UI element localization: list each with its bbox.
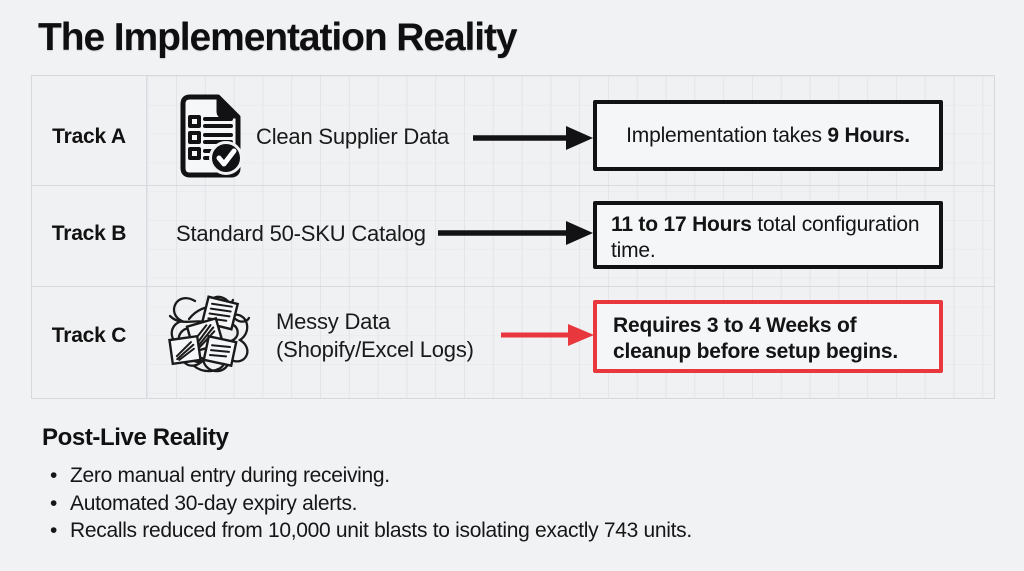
bullet-icon: • xyxy=(50,464,58,487)
post-live-heading: Post-Live Reality xyxy=(42,424,229,451)
track-a-result-box: Implementation takes 9 Hours. xyxy=(593,100,943,171)
track-a-input-label: Clean Supplier Data xyxy=(256,124,450,149)
bullet-icon: • xyxy=(50,519,58,542)
list-item: • Automated 30-day expiry alerts. xyxy=(50,490,692,518)
black-arrow-right-b xyxy=(438,221,593,245)
track-c-result-box: Requires 3 to 4 Weeks of cleanup before … xyxy=(593,300,943,373)
implementation-board: Track A Clean Supplier Data Implementati… xyxy=(31,75,995,399)
track-b-result-text: total configuration time. xyxy=(611,213,920,262)
track-a-label: Track A xyxy=(52,125,126,148)
post-live-bullet-list: • Zero manual entry during receiving. • … xyxy=(50,462,692,545)
track-b-result-emphasis: 11 to 17 Hours xyxy=(611,213,752,236)
list-item: • Recalls reduced from 10,000 unit blast… xyxy=(50,517,692,545)
bullet-text-2: Automated 30-day expiry alerts. xyxy=(70,491,358,515)
track-a-result-text: Implementation takes xyxy=(626,123,828,147)
column-divider xyxy=(146,76,147,398)
black-arrow-right-a xyxy=(473,126,593,150)
track-c-result-emphasis: Requires 3 to 4 Weeks of cleanup before … xyxy=(613,314,898,363)
scribble-tangle-icon xyxy=(164,288,254,383)
track-c-input-line1: Messy Data xyxy=(276,309,391,334)
track-a-result-emphasis: 9 Hours. xyxy=(827,123,910,147)
track-b-result-box: 11 to 17 Hours total configuration time. xyxy=(593,201,943,269)
page-title: The Implementation Reality xyxy=(38,16,518,59)
row-separator-a-b xyxy=(32,185,994,186)
list-item: • Zero manual entry during receiving. xyxy=(50,462,692,490)
red-arrow-right-c xyxy=(501,324,594,346)
row-separator-b-c xyxy=(32,286,994,287)
bullet-text-3: Recalls reduced from 10,000 unit blasts … xyxy=(70,519,692,542)
checklist-document-icon xyxy=(173,94,245,185)
bullet-icon: • xyxy=(50,491,58,515)
track-column-background xyxy=(32,76,146,398)
track-b-input-label: Standard 50-SKU Catalog xyxy=(176,221,426,246)
bullet-text-1: Zero manual entry during receiving. xyxy=(70,464,390,487)
track-b-label: Track B xyxy=(51,222,127,245)
track-c-label: Track C xyxy=(51,324,127,347)
track-c-input-line2: (Shopify/Excel Logs) xyxy=(276,337,474,362)
track-c-input-label: Messy Data (Shopify/Excel Logs) xyxy=(276,308,474,364)
